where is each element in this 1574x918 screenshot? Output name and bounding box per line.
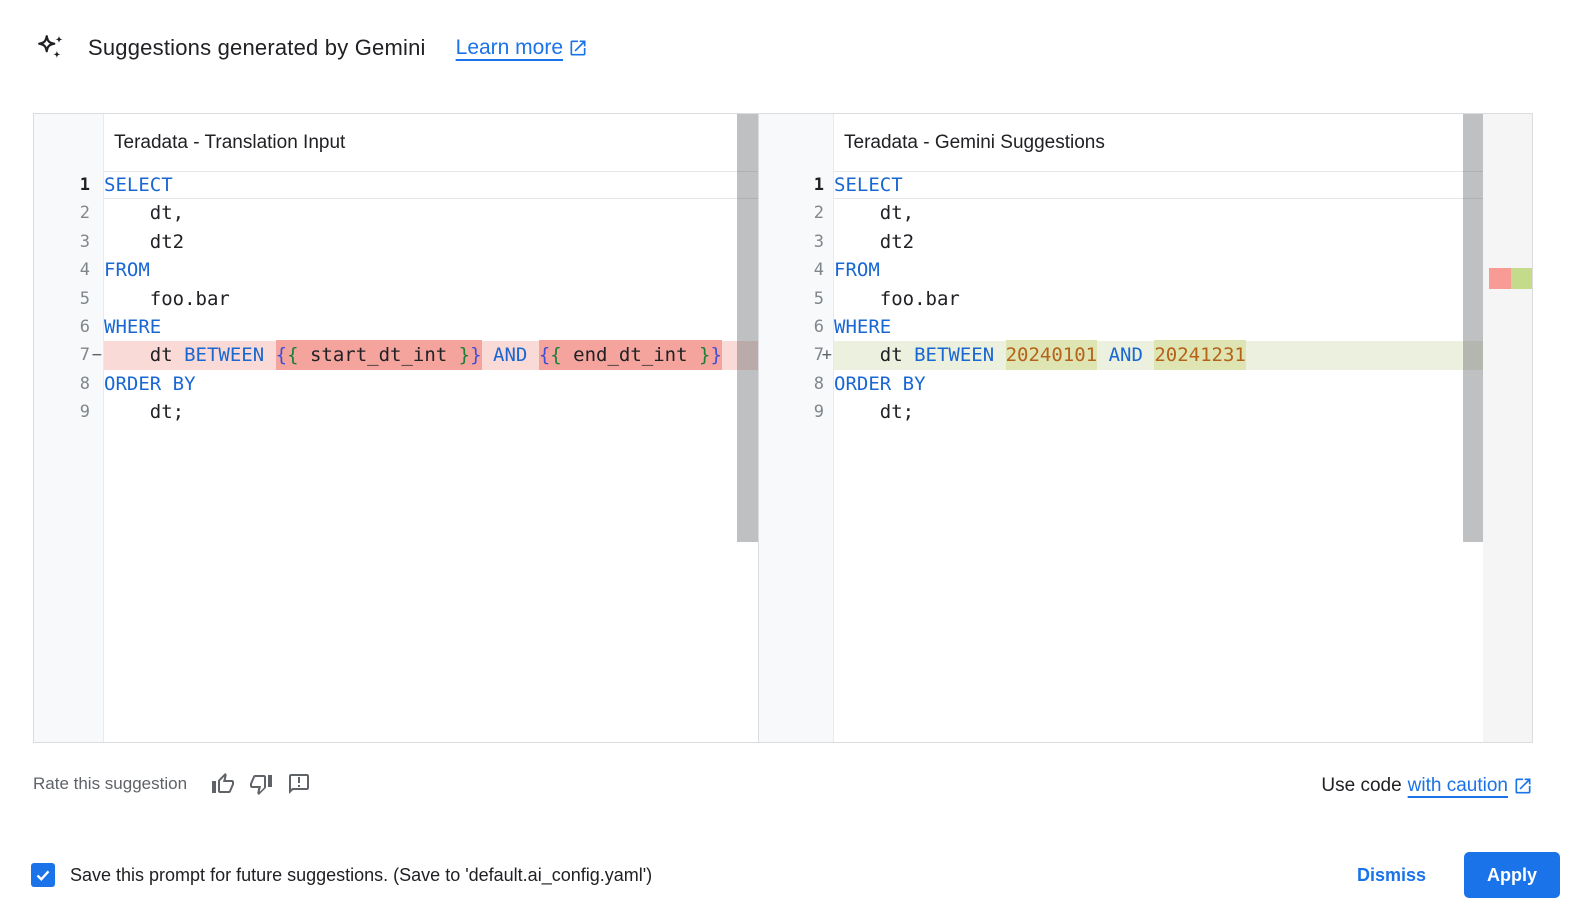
code-line: dt;	[104, 401, 185, 424]
line-number: 8	[813, 373, 824, 394]
line-number: 9	[813, 402, 824, 423]
code-line: ORDER BY	[834, 372, 926, 395]
right-gutter: 1 2 3 4 5 6 7+ 8 9	[759, 114, 834, 742]
code-line: dt2	[104, 230, 185, 253]
line-number: 7−	[79, 345, 102, 366]
with-caution-link[interactable]: with caution	[1408, 775, 1533, 797]
code-line: WHERE	[834, 315, 892, 338]
code-line: dt,	[834, 202, 915, 225]
line-number: 5	[813, 288, 824, 309]
line-number: 3	[79, 231, 90, 252]
check-icon	[36, 870, 50, 881]
line-number: 4	[79, 260, 90, 281]
code-line: dt2	[834, 230, 915, 253]
use-code-row: Use code with caution	[1321, 771, 1533, 801]
code-line: dt BETWEEN {{ start_dt_int }} AND {{ end…	[104, 340, 758, 371]
code-line: SELECT	[104, 171, 758, 199]
translation-input-panel: 1 2 3 4 5 6 7− 8 9 Teradata - Translation Input …	[34, 114, 758, 742]
diff-change-marker	[1489, 268, 1532, 289]
page-title: Suggestions generated by Gemini	[88, 35, 426, 60]
diff-word-highlight: 20241231	[1154, 340, 1246, 371]
action-bar: Save this prompt for future suggestions.…	[0, 845, 1574, 905]
line-number: 9	[79, 402, 90, 423]
external-link-icon	[570, 40, 586, 56]
right-panel-title: Teradata - Gemini Suggestions	[834, 114, 1532, 171]
code-line: dt,	[104, 202, 185, 225]
thumb-down-icon[interactable]	[249, 772, 273, 796]
code-line: ORDER BY	[104, 372, 196, 395]
line-number: 4	[813, 260, 824, 281]
right-code-editor[interactable]: Teradata - Gemini Suggestions SELECT dt,…	[834, 114, 1532, 742]
code-line: WHERE	[104, 315, 162, 338]
header: Suggestions generated by Gemini Learn mo…	[36, 28, 588, 68]
diff-word-highlight: 20240101	[1005, 340, 1098, 371]
diff-view: 1 2 3 4 5 6 7− 8 9 Teradata - Translation Input …	[33, 113, 1533, 743]
code-line: FROM	[834, 259, 880, 282]
line-number: 7+	[813, 345, 832, 366]
apply-button[interactable]: Apply	[1464, 852, 1560, 898]
diff-word-highlight: {{ end_dt_int }}	[538, 340, 722, 371]
thumb-up-icon[interactable]	[211, 772, 235, 796]
code-line: foo.bar	[834, 287, 960, 310]
save-prompt-label: Save this prompt for future suggestions.…	[70, 864, 653, 885]
code-line: dt BETWEEN 20240101 AND 20241231	[834, 340, 1532, 371]
learn-more-link[interactable]: Learn more	[456, 36, 588, 60]
dismiss-button[interactable]: Dismiss	[1337, 855, 1446, 896]
line-number: 2	[79, 203, 90, 224]
right-scrollbar-thumb[interactable]	[1463, 114, 1483, 542]
line-number: 6	[813, 316, 824, 337]
code-line: FROM	[104, 259, 150, 282]
line-number: 5	[79, 288, 90, 309]
line-number: 6	[79, 316, 90, 337]
left-panel-title: Teradata - Translation Input	[104, 114, 758, 171]
left-scrollbar-thumb[interactable]	[737, 114, 758, 542]
external-link-icon	[1515, 778, 1531, 794]
code-line: foo.bar	[104, 287, 230, 310]
line-number: 8	[79, 373, 90, 394]
line-number: 3	[813, 231, 824, 252]
left-gutter: 1 2 3 4 5 6 7− 8 9	[34, 114, 104, 742]
gemini-suggestions-panel: 1 2 3 4 5 6 7+ 8 9 Teradata - Gemini Suggestions…	[758, 114, 1532, 742]
diff-overview-ruler[interactable]	[1483, 114, 1532, 742]
line-number: 2	[813, 203, 824, 224]
use-code-text: Use code	[1321, 775, 1402, 796]
save-prompt-checkbox[interactable]	[31, 863, 55, 887]
rate-label: Rate this suggestion	[33, 774, 188, 793]
diff-word-highlight: {{ start_dt_int }}	[275, 340, 482, 371]
feedback-icon[interactable]	[287, 772, 311, 796]
left-code-editor[interactable]: Teradata - Translation Input SELECT dt, …	[104, 114, 758, 742]
code-line: dt;	[834, 401, 915, 424]
rate-row: Rate this suggestion	[33, 769, 325, 799]
line-number: 1	[813, 175, 824, 195]
line-number: 1	[79, 175, 90, 195]
gemini-sparkle-icon	[36, 33, 66, 63]
code-line: SELECT	[834, 171, 1532, 199]
